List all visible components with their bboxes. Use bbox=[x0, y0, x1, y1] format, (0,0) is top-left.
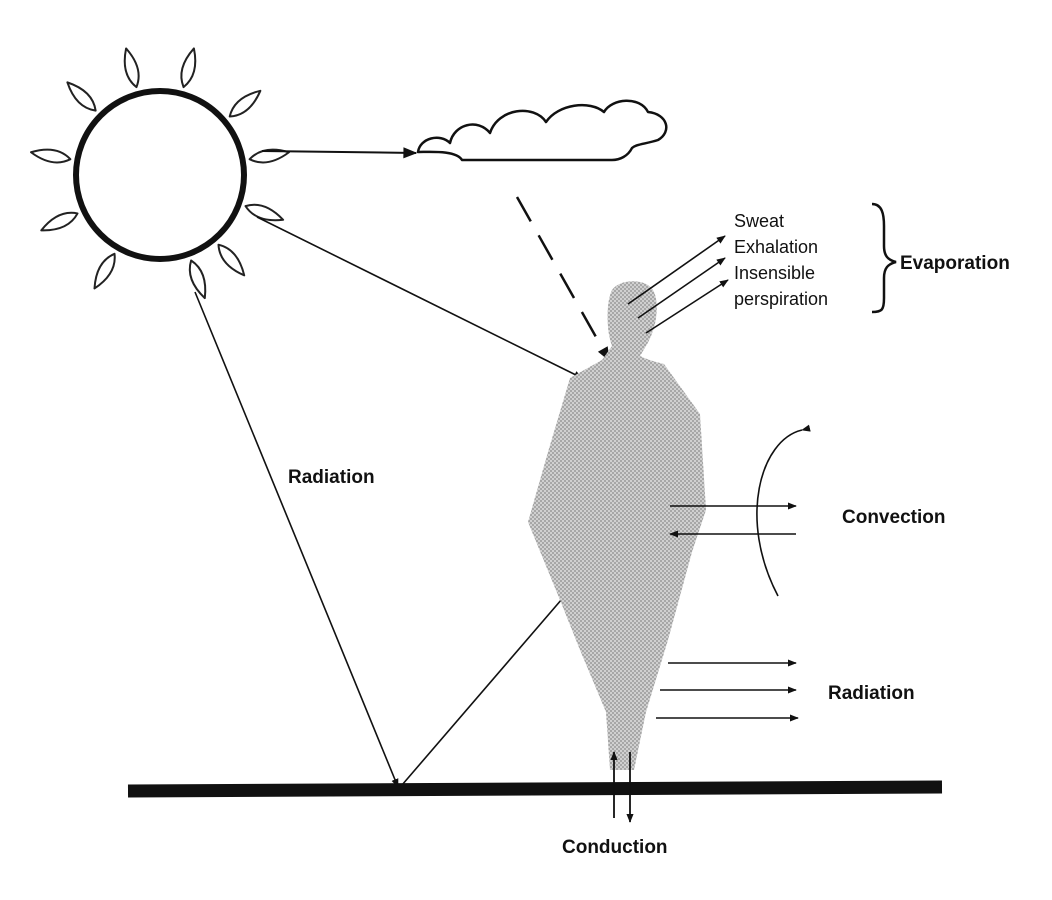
evaporation-item-perspiration: perspiration bbox=[734, 289, 829, 309]
cloud-icon bbox=[416, 99, 668, 162]
evaporation-item-insensible: Insensible bbox=[734, 263, 816, 283]
evaporation-brace bbox=[871, 202, 897, 314]
conduction-label: Conduction bbox=[562, 837, 668, 858]
ground-to-body-arrow bbox=[401, 591, 569, 786]
radiation-body-label: Radiation bbox=[828, 683, 915, 704]
sun-icon bbox=[29, 47, 291, 300]
convection-arrows bbox=[669, 424, 811, 597]
conduction-arrows bbox=[610, 751, 634, 823]
ground-line bbox=[127, 780, 943, 798]
evaporation-label: Evaporation bbox=[900, 253, 1010, 274]
body-radiation-arrows bbox=[656, 659, 799, 722]
cloud-to-body-dashed-arrow bbox=[515, 196, 611, 362]
evaporation-list: Sweat Exhalation Insensible perspiration bbox=[734, 208, 828, 312]
sun-to-body-arrow bbox=[256, 216, 583, 379]
evaporation-arrows bbox=[627, 235, 729, 334]
sun-to-ground-arrow bbox=[194, 291, 399, 788]
sun-to-cloud-arrow bbox=[261, 147, 418, 159]
human-figure bbox=[528, 281, 706, 770]
radiation-sun-label: Radiation bbox=[288, 467, 375, 488]
evaporation-item-sweat: Sweat bbox=[734, 211, 785, 231]
evaporation-item-exhalation: Exhalation bbox=[734, 237, 819, 257]
convection-label: Convection bbox=[842, 507, 946, 528]
